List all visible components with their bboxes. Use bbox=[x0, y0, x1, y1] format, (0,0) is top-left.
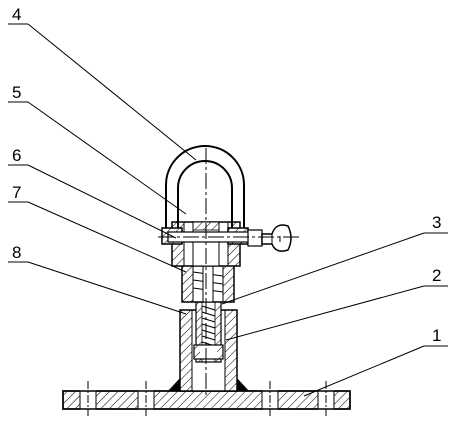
label-8: 8 bbox=[12, 243, 21, 262]
label-6-group: 6 bbox=[8, 146, 177, 239]
label-3-group: 3 bbox=[221, 213, 448, 305]
label-4: 4 bbox=[12, 5, 21, 24]
label-1-group: 1 bbox=[303, 326, 448, 397]
label-7: 7 bbox=[12, 183, 21, 202]
label-4-group: 4 bbox=[8, 5, 197, 161]
label-5: 5 bbox=[12, 83, 21, 102]
label-3: 3 bbox=[432, 213, 441, 232]
label-2: 2 bbox=[432, 266, 441, 285]
housing bbox=[181, 261, 235, 303]
label-8-group: 8 bbox=[8, 243, 187, 315]
label-5-group: 5 bbox=[8, 83, 187, 215]
base-plate bbox=[62, 381, 351, 416]
label-1: 1 bbox=[432, 326, 441, 345]
label-2-group: 2 bbox=[225, 266, 448, 341]
inner-shaft bbox=[193, 299, 224, 363]
label-7-group: 7 bbox=[8, 183, 187, 273]
label-6: 6 bbox=[12, 146, 21, 165]
shackle bbox=[161, 145, 292, 252]
